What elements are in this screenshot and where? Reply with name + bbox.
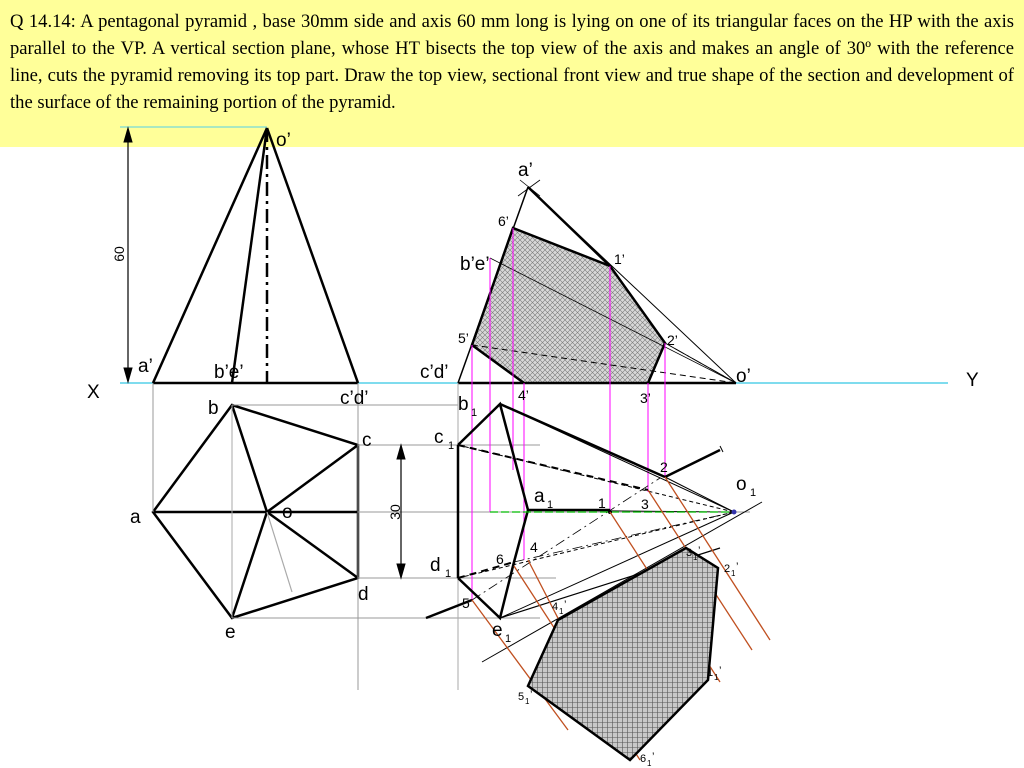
svg-text:1: 1 — [647, 759, 652, 768]
label-y: Y — [966, 370, 979, 391]
svg-text:1: 1 — [731, 569, 736, 578]
label-n3: 3 — [641, 496, 649, 512]
label-5-front: 5’ — [458, 330, 469, 346]
dimension-30-label: 30 — [387, 504, 403, 520]
svg-text:1: 1 — [448, 440, 454, 452]
svg-text:b: b — [458, 394, 469, 415]
label-be-front-right: b’e’ — [460, 254, 490, 275]
svg-text:3: 3 — [686, 547, 692, 559]
labels: X Y o’ a’ b’e’ c’d’ a b c d e o a’ b’e’ … — [87, 130, 979, 768]
label-3-front: 3’ — [640, 390, 651, 406]
o1-point — [731, 509, 737, 515]
label-4-front: 4’ — [518, 387, 529, 403]
svg-text:4: 4 — [552, 601, 558, 613]
svg-text:o: o — [736, 474, 747, 495]
true-shape-section — [526, 546, 720, 762]
label-a-top: a — [130, 507, 141, 528]
label-a-front: a’ — [138, 356, 153, 377]
svg-text:’: ’ — [698, 545, 700, 557]
svg-text:2: 2 — [724, 563, 730, 575]
svg-text:1: 1 — [750, 487, 756, 499]
svg-text:1: 1 — [547, 499, 553, 511]
label-cd-front-right: c’d’ — [420, 362, 449, 383]
label-6-front: 6’ — [498, 213, 509, 229]
svg-text:1: 1 — [714, 673, 719, 682]
label-be-front: b’e’ — [214, 362, 244, 383]
svg-text:’: ’ — [719, 665, 721, 677]
svg-text:1: 1 — [471, 407, 477, 419]
svg-text:e: e — [492, 620, 503, 641]
magenta-projectors — [471, 228, 666, 600]
svg-text:’: ’ — [652, 751, 654, 763]
label-a-front-right: a’ — [518, 160, 533, 181]
question-text: Q 14.14: A pentagonal pyramid , base 30m… — [0, 0, 1024, 147]
left-top-view — [151, 403, 360, 620]
dimension-30 — [396, 443, 406, 580]
label-cd-front: c’d’ — [340, 388, 369, 409]
svg-text:1: 1 — [445, 568, 451, 580]
label-b-top: b — [208, 398, 219, 419]
label-n6: 6 — [496, 551, 504, 567]
svg-text:c: c — [434, 427, 444, 448]
svg-text:’: ’ — [564, 599, 566, 611]
svg-text:1: 1 — [693, 553, 698, 562]
label-1-front: 1’ — [614, 251, 625, 267]
label-n2: 2 — [660, 459, 668, 475]
label-e-top: e — [225, 622, 236, 643]
label-x: X — [87, 382, 100, 403]
svg-text:’: ’ — [530, 689, 532, 701]
label-n5: 5 — [462, 595, 470, 611]
svg-text:’: ’ — [736, 561, 738, 573]
label-o-front-left: o’ — [276, 130, 291, 151]
label-n1: 1 — [598, 495, 606, 511]
dimension-60-label: 60 — [111, 246, 127, 262]
section-front-area — [470, 226, 667, 385]
svg-text:1: 1 — [525, 697, 530, 706]
svg-text:6: 6 — [640, 753, 646, 765]
svg-text:1: 1 — [707, 667, 713, 679]
left-front-view — [120, 126, 360, 385]
svg-text:1: 1 — [559, 607, 564, 616]
label-c-top: c — [362, 430, 372, 451]
dimension-60 — [123, 126, 133, 384]
label-o-top: o — [282, 502, 293, 523]
svg-text:1: 1 — [505, 633, 511, 645]
label-n4: 4 — [530, 539, 538, 555]
svg-text:a: a — [534, 486, 545, 507]
right-front-view — [457, 179, 737, 385]
label-d-top: d — [358, 584, 369, 605]
left-projectors — [152, 383, 750, 690]
label-o-front-right: o’ — [736, 366, 751, 387]
svg-text:d: d — [430, 555, 441, 576]
label-2-front: 2’ — [667, 332, 678, 348]
svg-text:5: 5 — [518, 691, 524, 703]
